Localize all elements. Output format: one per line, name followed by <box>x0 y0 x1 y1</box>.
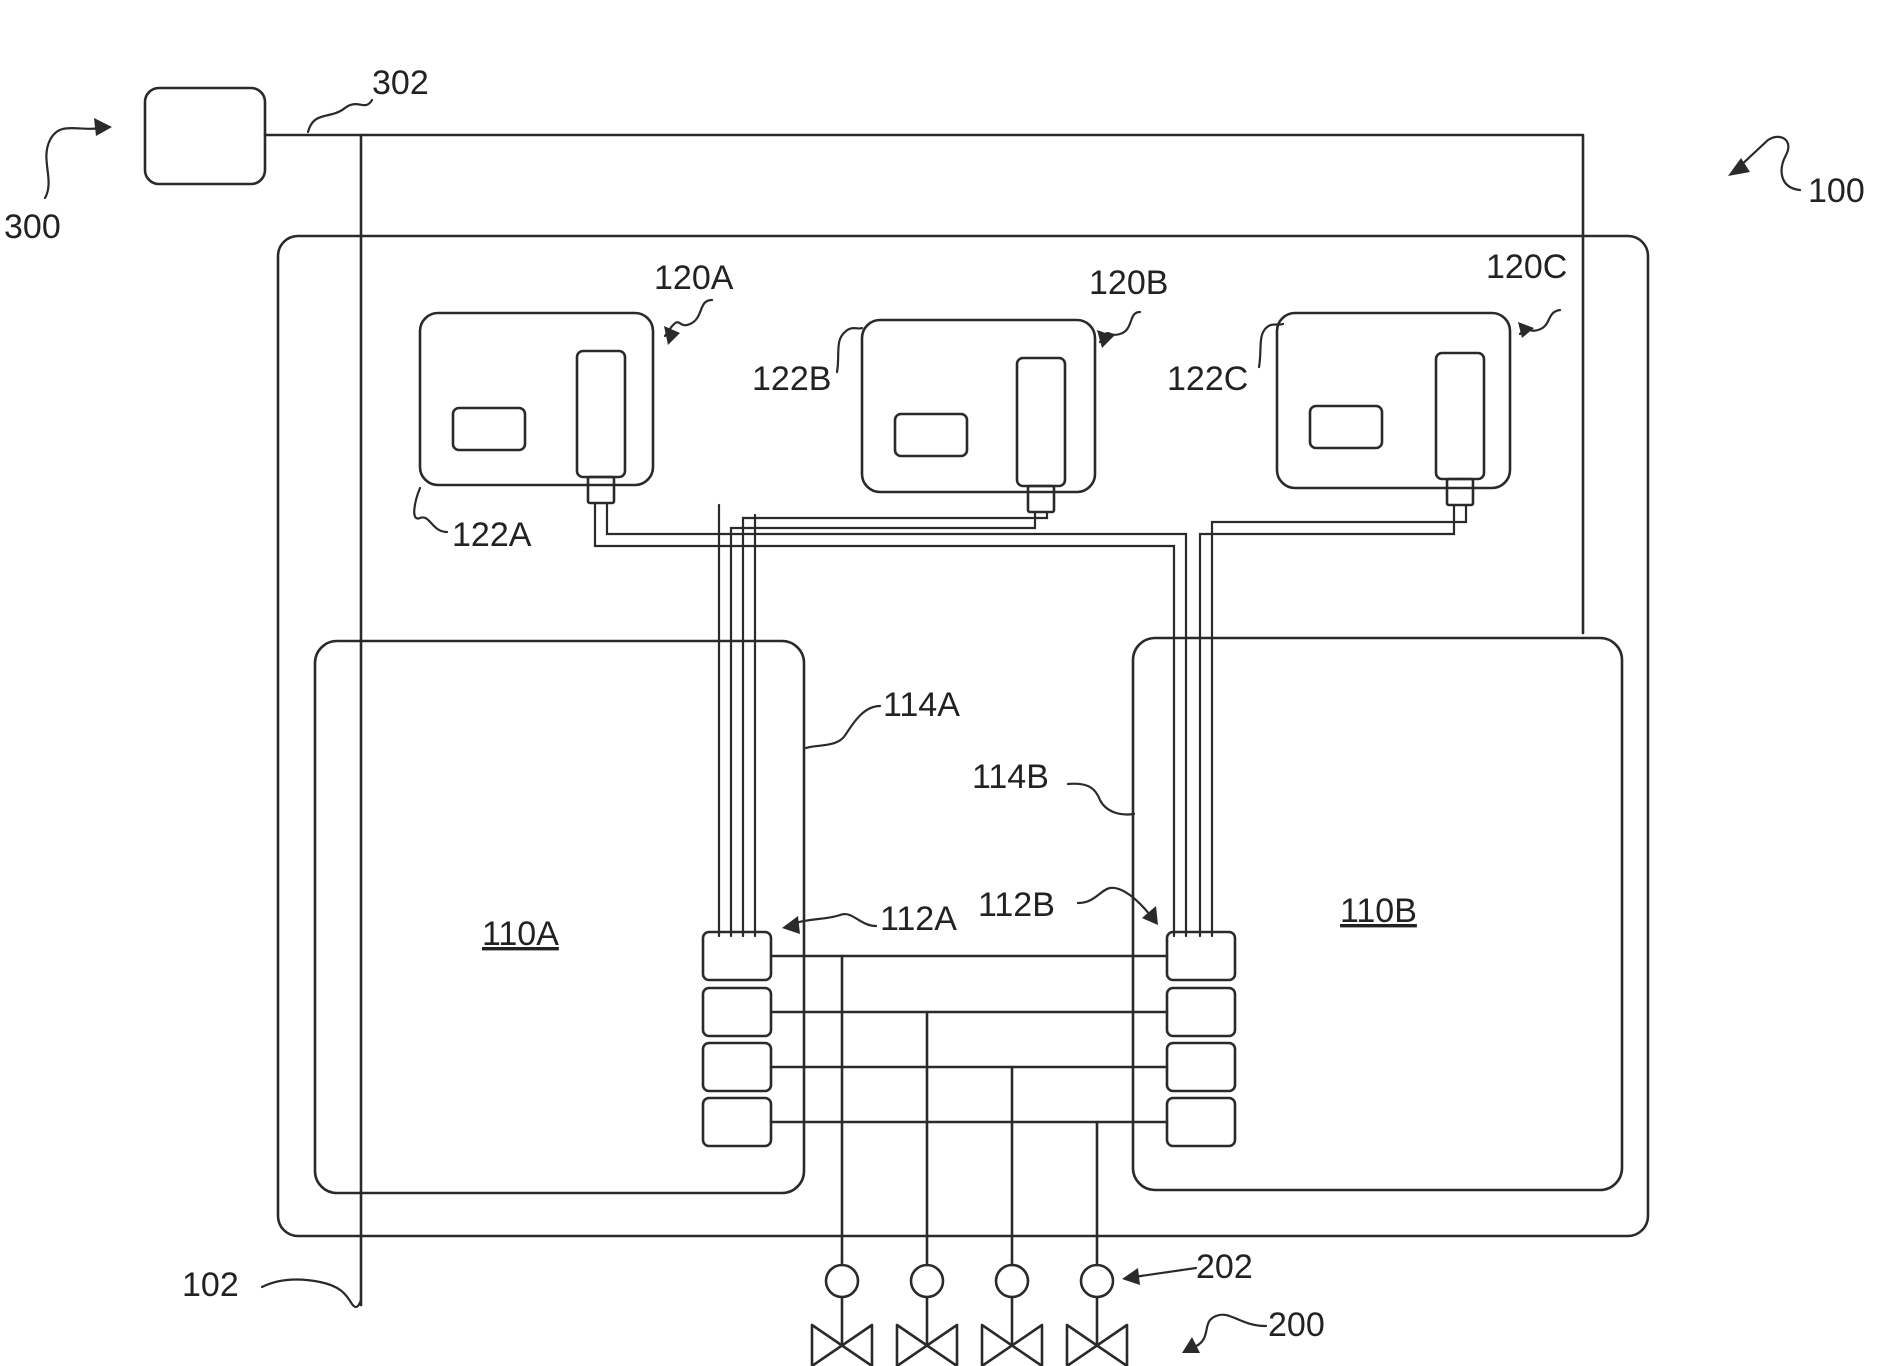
leader-lines <box>45 118 1800 1353</box>
reference-labels: 100 102 110A 110B 112A 112B 114A 114B 12… <box>4 64 1865 1344</box>
label-102: 102 <box>182 1266 239 1304</box>
label-300: 300 <box>4 208 61 246</box>
connector-stack-112b <box>1167 932 1235 1146</box>
controller-box <box>145 88 265 184</box>
label-114b: 114B <box>972 758 1049 796</box>
housing-outline <box>278 236 1648 1236</box>
label-122b: 122B <box>752 360 831 398</box>
label-200: 200 <box>1268 1306 1325 1344</box>
control-line-leader <box>308 100 372 132</box>
valve-assembly <box>812 1265 1127 1366</box>
label-114a: 114A <box>883 686 960 724</box>
connector-stack-112a <box>703 932 771 1146</box>
label-110b: 110B <box>1340 892 1417 930</box>
control-line <box>265 135 1583 633</box>
label-110a: 110A <box>482 915 559 953</box>
unit-120b <box>862 320 1095 512</box>
unit-120a <box>420 313 653 503</box>
tubing <box>595 503 1466 936</box>
label-120c: 120C <box>1486 248 1567 286</box>
label-120a: 120A <box>654 259 734 297</box>
manifold-lines <box>771 956 1167 1265</box>
label-120b: 120B <box>1089 264 1168 302</box>
label-302: 302 <box>372 64 429 102</box>
label-100: 100 <box>1808 172 1865 210</box>
label-112a: 112A <box>880 900 957 938</box>
label-122c: 122C <box>1167 360 1248 398</box>
unit-120c <box>1277 313 1510 505</box>
label-202: 202 <box>1196 1248 1253 1286</box>
label-122a: 122A <box>452 516 532 554</box>
label-112b: 112B <box>978 886 1055 924</box>
